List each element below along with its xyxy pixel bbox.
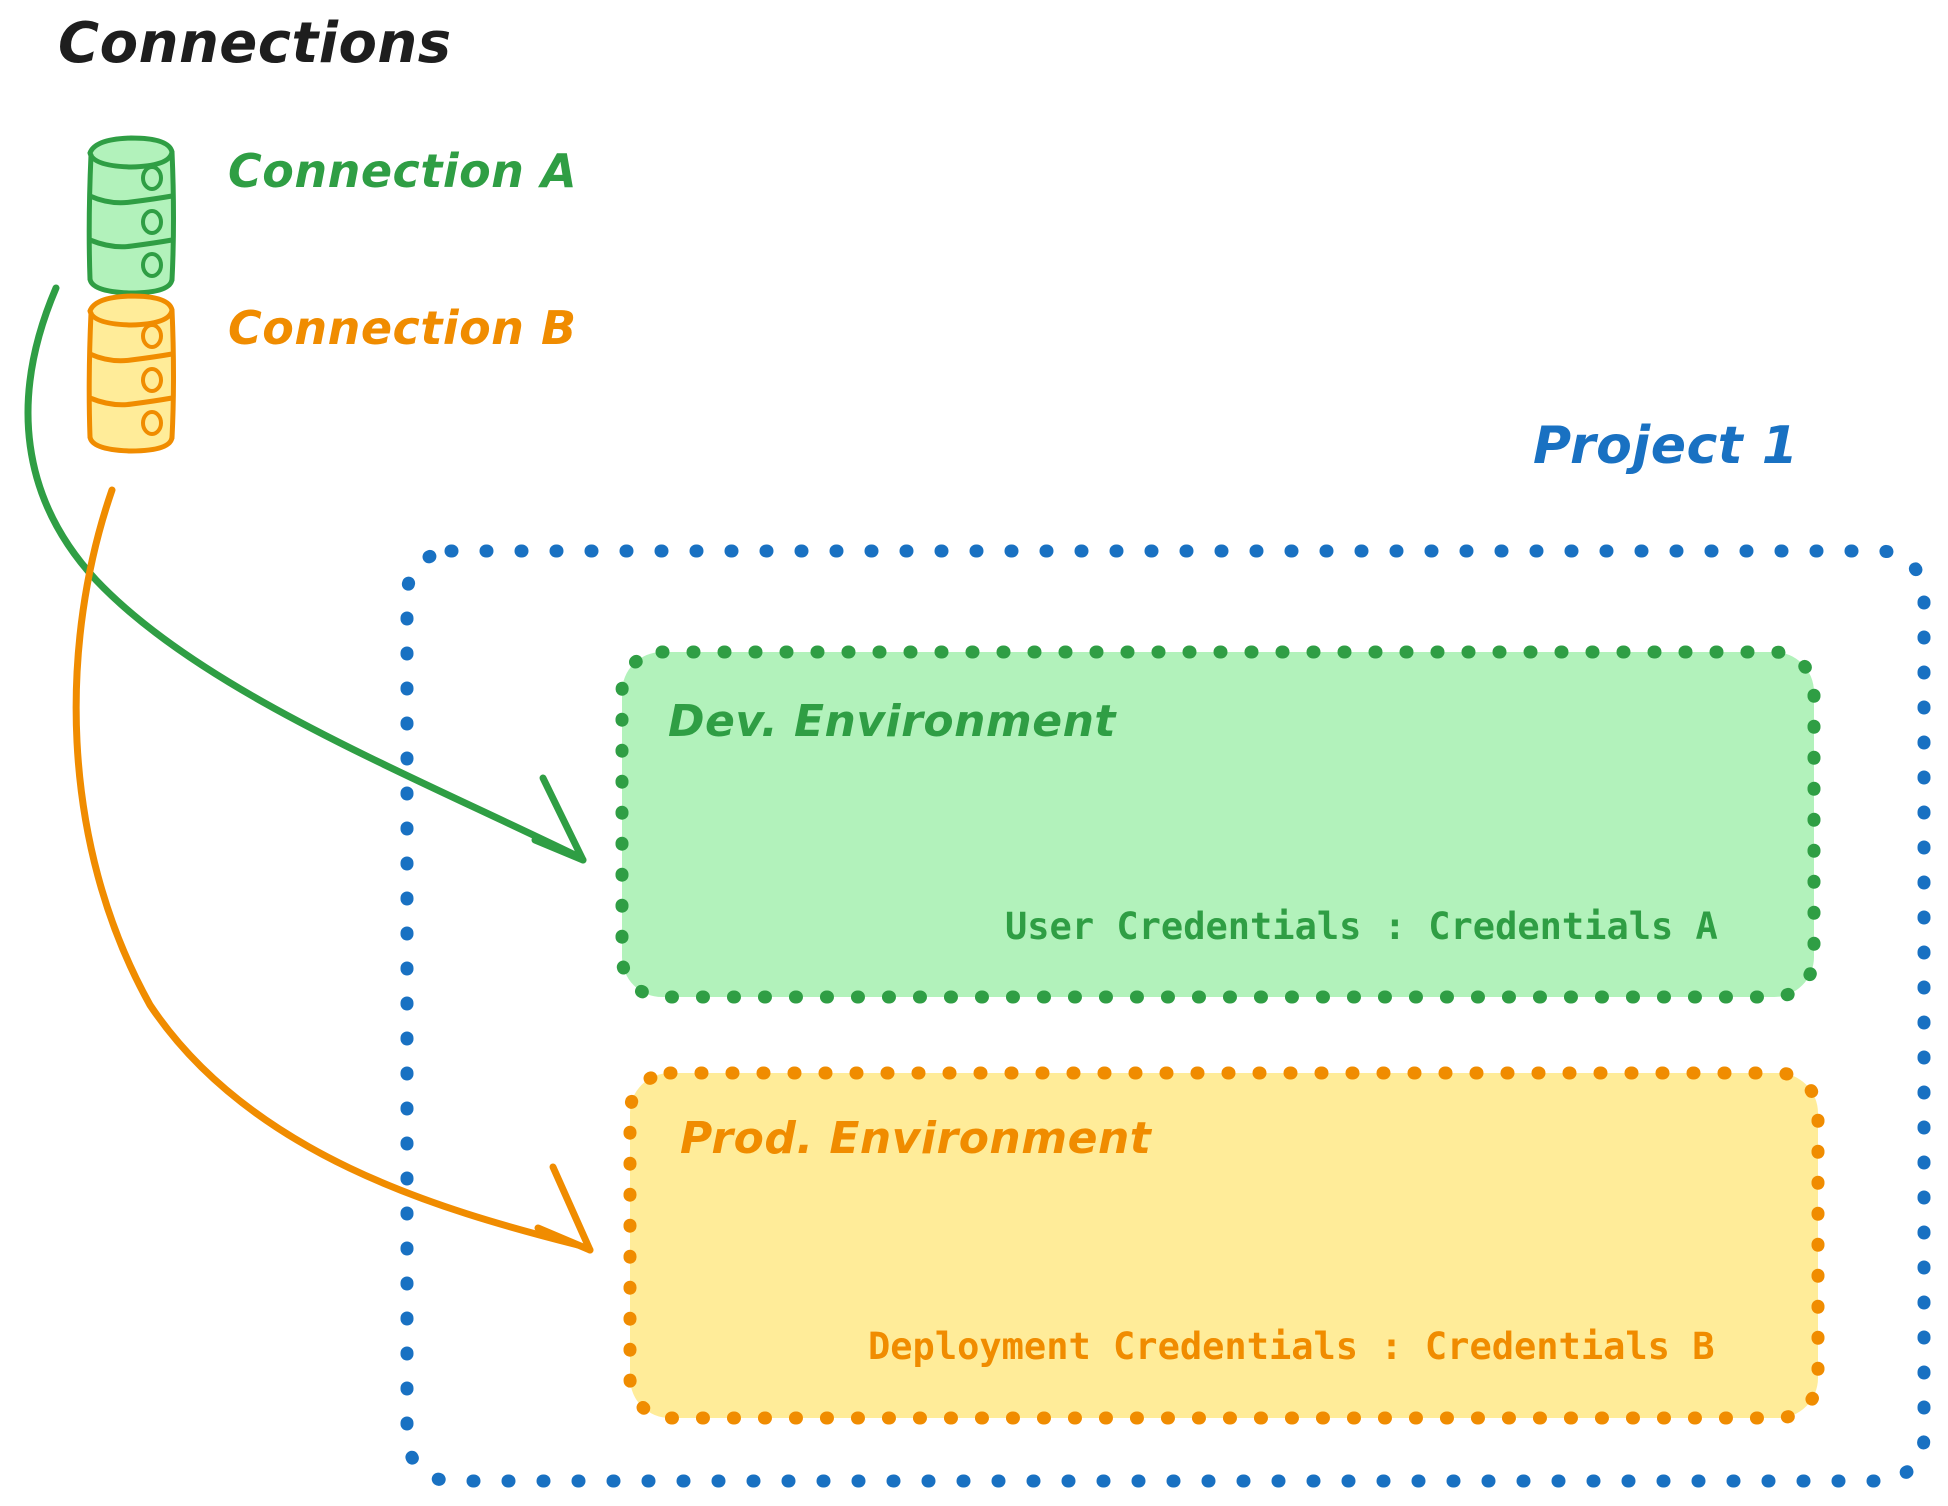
cylinder-b-top-rim: [87, 293, 175, 328]
arrow-a-curve: [24, 284, 579, 859]
cylinder-a-top-fill: [90, 138, 172, 166]
cylinder-b-top-fill: [90, 296, 172, 324]
project-1-title: Project 1: [1533, 416, 1799, 476]
dev-environment-box[interactable]: [615, 645, 1821, 1004]
prod-environment-box[interactable]: [623, 1066, 1825, 1425]
arrow-b-head-upper: [549, 1163, 594, 1254]
cylinder-a-divider-2: [87, 237, 175, 250]
cylinder-b-divider-1: [87, 351, 175, 364]
cylinder-a-right-edge: [169, 149, 176, 283]
cylinder-a-led-3: [141, 252, 163, 278]
database-cylinder-icon-b[interactable]: [86, 293, 176, 454]
dev-environment-fill: [622, 652, 1814, 997]
cylinder-a-divider-1: [87, 193, 175, 206]
prod-environment-heading: Prod. Environment: [680, 1113, 1152, 1164]
prod-environment-fill: [630, 1073, 1818, 1418]
dev-environment-border: [615, 645, 1821, 1004]
arrow-a-head-upper: [539, 774, 587, 864]
cylinder-b-divider-2: [87, 395, 175, 408]
cylinder-b-led-2: [141, 367, 163, 393]
arrow-a-head-lower: [531, 836, 587, 864]
cylinder-a-led-2: [141, 209, 163, 235]
project-1-container[interactable]: [400, 544, 1931, 1488]
prod-environment-border: [623, 1066, 1825, 1425]
page-title: Connections: [58, 11, 452, 76]
prod-environment-credentials: Deployment Credentials : Credentials B: [868, 1325, 1715, 1368]
cylinder-a-top-rim: [87, 135, 175, 170]
dev-environment-credentials: User Credentials : Credentials A: [1005, 905, 1718, 948]
project-1-border: [400, 544, 1931, 1488]
arrow-b-curve: [72, 486, 582, 1249]
cylinder-b-right-edge: [169, 307, 176, 441]
cylinder-b-bottom: [87, 434, 175, 454]
cylinder-a-left-edge: [86, 152, 94, 282]
cylinder-a-bottom: [87, 276, 175, 296]
database-cylinder-icon-a[interactable]: [86, 135, 176, 296]
cylinder-b-led-3: [141, 410, 163, 436]
cylinder-b-left-edge: [86, 310, 94, 440]
dev-environment-heading: Dev. Environment: [668, 696, 1116, 747]
cylinder-b-led-1: [141, 323, 163, 349]
cylinder-a-led-1: [141, 165, 163, 191]
arrow-connection-a-to-dev: [24, 284, 587, 864]
connection-a-label[interactable]: Connection A: [228, 144, 578, 198]
connection-b-label[interactable]: Connection B: [228, 301, 577, 355]
arrow-b-head-lower: [534, 1224, 594, 1254]
arrow-connection-b-to-prod: [72, 486, 594, 1254]
